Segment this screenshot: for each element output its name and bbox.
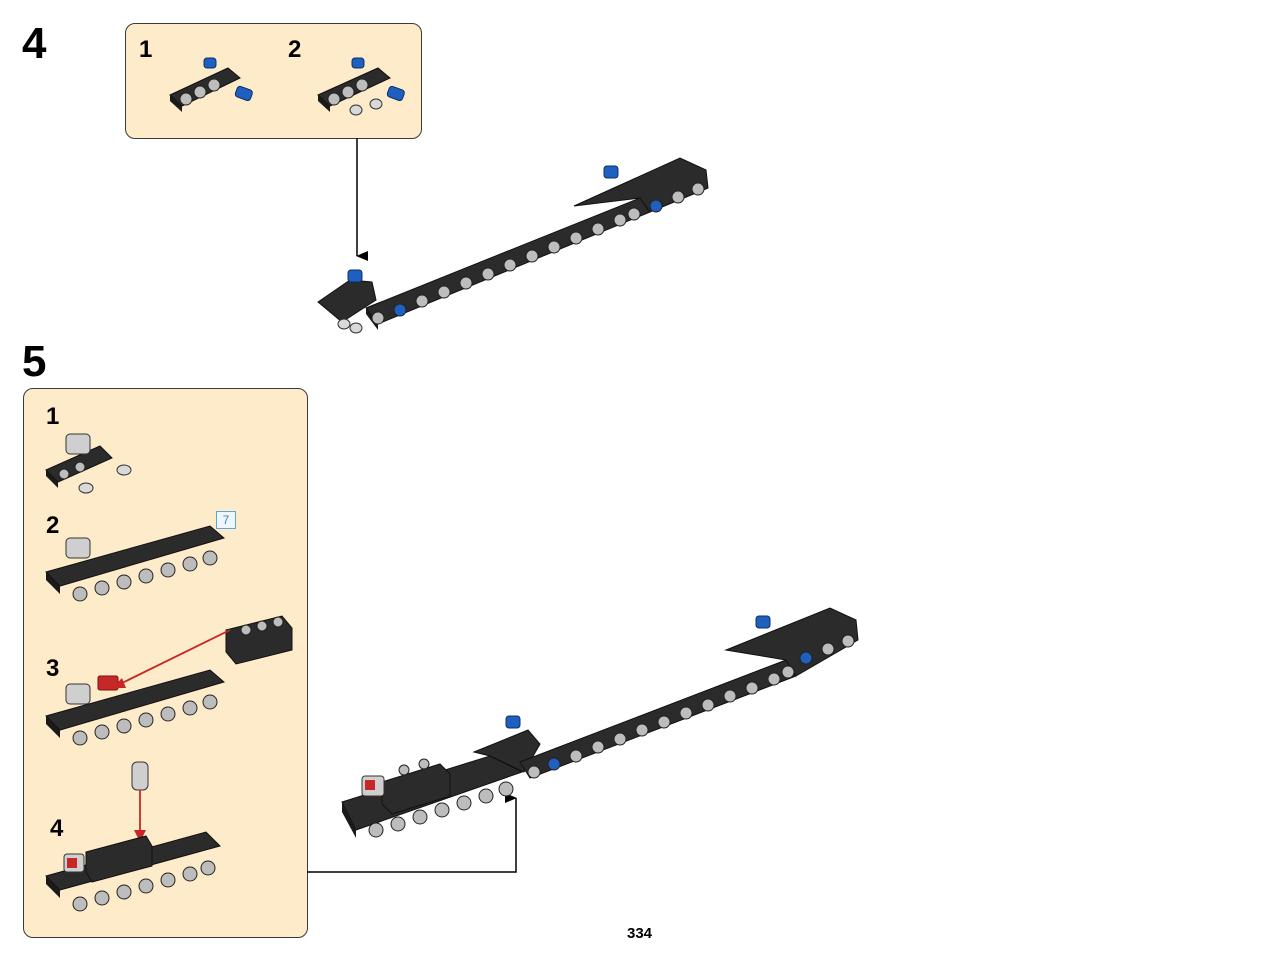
page-number: 334 (627, 925, 653, 942)
step-4-substep-1-number: 1 (139, 36, 153, 63)
step-5-number: 5 (22, 337, 47, 386)
step-5-substep-4-part (45, 761, 221, 912)
step-5-substep-1-part (45, 433, 132, 494)
step-5-substep-2-part (45, 525, 226, 602)
step-5-arrow (307, 793, 517, 873)
step-5-substep-1-number: 1 (46, 403, 60, 430)
step-4-main-model (317, 157, 709, 334)
step-5-substep-3-number: 3 (46, 655, 60, 682)
step-5-substep-3-part (45, 615, 293, 746)
step-4-substep-2-part (317, 57, 405, 116)
step-4-substep-1-part (169, 57, 253, 112)
step-5-substep-4-number: 4 (50, 815, 64, 842)
step-5-substep-2-number: 2 (46, 512, 60, 539)
quantity-badge: 7 (216, 511, 236, 529)
step-4-number: 4 (22, 19, 47, 68)
step-4-substep-2-number: 2 (288, 36, 302, 63)
step-5-main-model (341, 607, 859, 838)
